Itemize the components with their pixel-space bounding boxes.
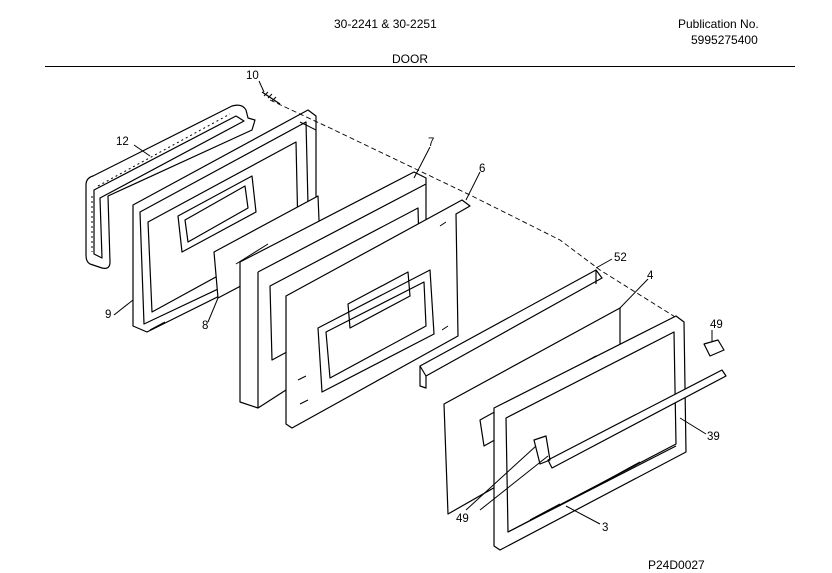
leader-lines: [113, 80, 713, 525]
trim-strip-52: [419, 269, 603, 389]
callout-39: 39: [707, 431, 720, 443]
handle-end-cap-49: [703, 339, 725, 357]
publication-label: Publication No.: [678, 17, 759, 31]
model-numbers: 30-2241 & 30-2251: [334, 17, 437, 31]
outer-door-panel-3: [493, 315, 687, 551]
screw-10: [261, 91, 281, 105]
section-title: DOOR: [392, 52, 428, 66]
callout-7: 7: [428, 137, 434, 149]
door-handle-39: [533, 369, 727, 469]
callout-3: 3: [602, 522, 608, 534]
diagram-code: P24D0027: [648, 558, 705, 572]
callout-52: 52: [614, 252, 627, 264]
header-rule: [45, 66, 795, 67]
callout-9: 9: [105, 309, 111, 321]
publication-number: 5995275400: [691, 33, 758, 47]
callout-49-top: 49: [710, 319, 723, 331]
inner-frame-6: [285, 199, 471, 429]
callout-6: 6: [479, 163, 485, 175]
callout-labels: 12 10 7 6 52 4 49 9 8 39 49 3: [105, 70, 723, 534]
door-gasket: [85, 104, 256, 269]
callout-49-bottom: 49: [456, 513, 469, 525]
callout-10: 10: [246, 70, 259, 82]
assembly-centerline: [269, 99, 681, 321]
callout-8: 8: [202, 320, 208, 332]
callout-4: 4: [647, 270, 654, 282]
callout-12: 12: [116, 136, 129, 148]
